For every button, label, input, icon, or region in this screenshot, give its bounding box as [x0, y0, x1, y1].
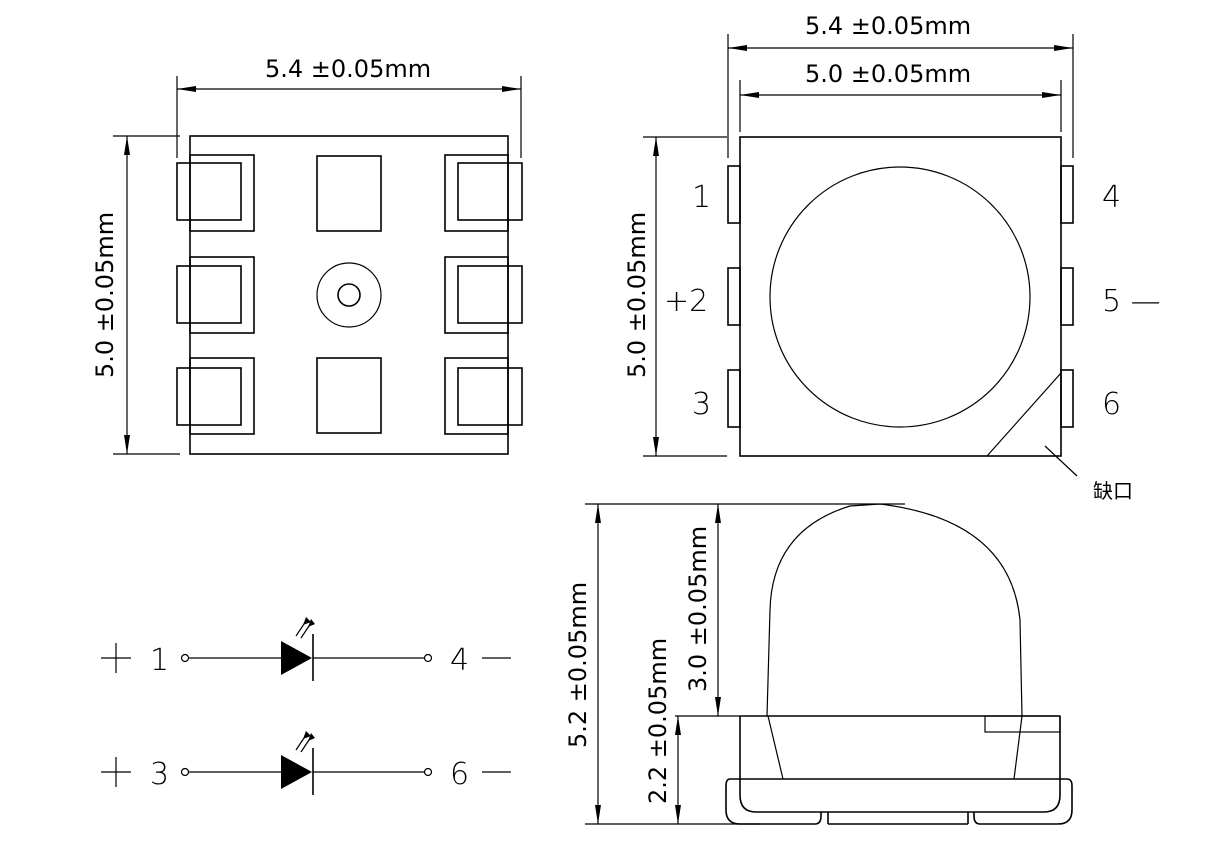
side-total-height-dim: 5.2 ±0.05mm: [564, 582, 592, 748]
schematic-pin-4: 4: [450, 643, 469, 678]
schematic-pin-3: 3: [150, 757, 169, 792]
bottom-width-dim: 5.4 ±0.05mm: [265, 55, 431, 83]
side-view: 5.2 ±0.05mm 3.0 ±0.05mm 2.2 ±0.05mm: [564, 503, 1073, 825]
schematic: 1 4 3 6: [101, 617, 511, 795]
side-base-height-dim: 2.2 ±0.05mm: [644, 638, 672, 804]
pin-label-2: +2: [664, 284, 708, 319]
top-inner-width-dim: 5.0 ±0.05mm: [805, 60, 971, 88]
pin-label-5: 5 —: [1102, 284, 1161, 319]
pin-label-6: 6: [1102, 387, 1121, 422]
schematic-pin-1: 1: [150, 643, 169, 678]
schematic-pin-6: 6: [450, 757, 469, 792]
bottom-height-dim: 5.0 ±0.05mm: [91, 212, 119, 378]
bottom-view: 5.4 ±0.05mm 5.0 ±0.05mm: [91, 55, 523, 455]
top-view: 5.4 ±0.05mm 5.0 ±0.05mm 5.0 ±0.05mm 1 +2: [623, 12, 1161, 503]
top-outer-width-dim: 5.4 ±0.05mm: [805, 12, 971, 40]
pin-label-3: 3: [692, 387, 711, 422]
top-height-dim: 5.0 ±0.05mm: [623, 212, 651, 378]
schematic-row-2: 3 6: [101, 731, 511, 795]
schematic-row-1: 1 4: [101, 617, 511, 681]
pin-label-4: 4: [1102, 180, 1121, 215]
pin-label-1: 1: [692, 180, 711, 215]
side-dome-height-dim: 3.0 ±0.05mm: [684, 526, 712, 692]
notch-label: 缺口: [1093, 479, 1133, 503]
